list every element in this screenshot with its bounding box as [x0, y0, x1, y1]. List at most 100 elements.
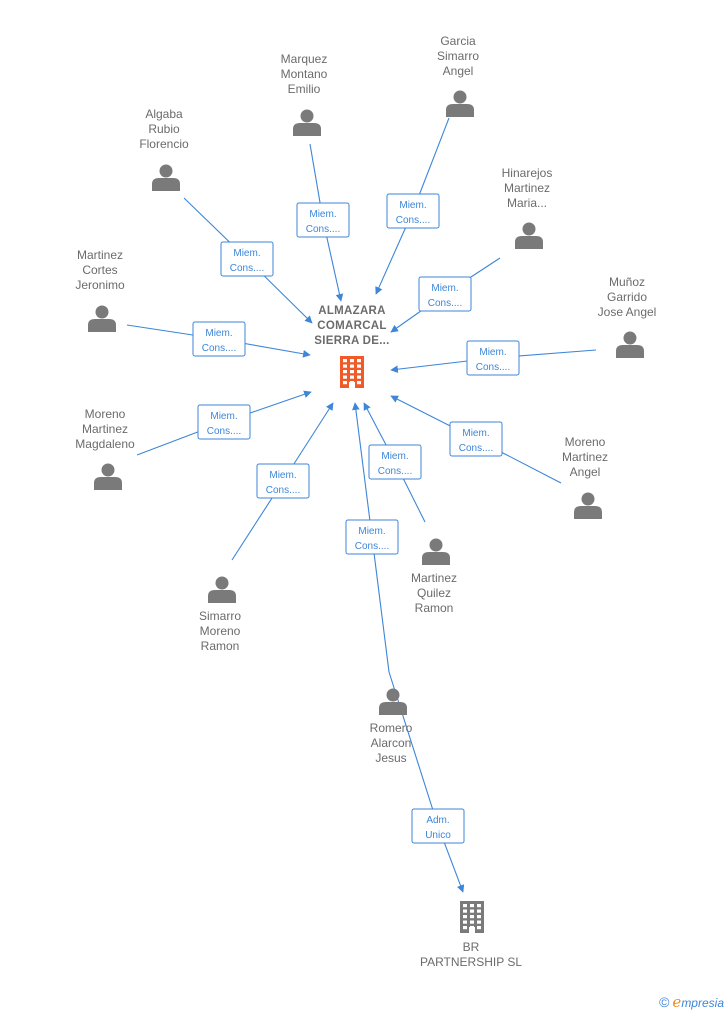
person-label-line: Quilez: [417, 586, 451, 600]
person-label-line: Garrido: [607, 290, 647, 304]
person-node[interactable]: [208, 576, 236, 604]
edge-label-box: [368, 444, 422, 480]
center-company-label-line: COMARCAL: [317, 320, 386, 332]
person-label-line: Ramon: [415, 601, 454, 615]
center-company-label-line: SIERRA DE...: [314, 335, 389, 347]
building-icon: [460, 901, 484, 933]
person-icon: [379, 688, 407, 715]
person-icon: [88, 305, 116, 332]
person-label-line: Cortes: [82, 263, 117, 277]
edge-label-text: Cons....: [207, 426, 241, 437]
edge-label-text: Miem.: [399, 200, 426, 211]
person-node[interactable]: [88, 305, 116, 333]
person-label-line: Marquez: [281, 52, 328, 66]
edge-label-text: Miem.: [358, 526, 385, 537]
company2-label-line: PARTNERSHIP SL: [420, 955, 522, 969]
edge-label-box: [197, 404, 251, 440]
edge-label-box: [466, 340, 520, 376]
person-node[interactable]: [379, 688, 407, 716]
edge-label[interactable]: Miem.Cons....: [197, 404, 251, 440]
person-node[interactable]: [94, 463, 122, 491]
person-node[interactable]: [574, 492, 602, 520]
edge-label[interactable]: Miem.Cons....: [192, 321, 246, 357]
brand-logo-text: mpresia: [681, 996, 724, 1010]
edge-label-box: [296, 202, 350, 238]
person-icon: [94, 463, 122, 490]
edge-label-text: Cons....: [355, 541, 389, 552]
building-icon: [340, 356, 364, 388]
person-label-line: Angel: [570, 465, 601, 479]
edge-label-text: Cons....: [396, 215, 430, 226]
person-node[interactable]: [293, 109, 321, 137]
edge-label[interactable]: Miem. Cons....: [345, 519, 399, 555]
edge-label-text: Cons....: [428, 298, 462, 309]
person-icon: [422, 538, 450, 565]
person-label-line: Maria...: [507, 196, 547, 210]
edge-label[interactable]: Miem. Cons....: [466, 340, 520, 376]
person-label-line: Martinez: [411, 571, 457, 585]
brand-watermark: ©empresia: [659, 993, 724, 1011]
edge-label-box: [220, 241, 274, 277]
person-label-line: Jesus: [375, 751, 406, 765]
edge-label-text: Miem.: [309, 209, 336, 220]
edge-label-text: Miem.: [431, 283, 458, 294]
person-icon: [616, 331, 644, 358]
person-label-line: Alarcon: [371, 736, 412, 750]
edge-label[interactable]: Miem.Cons....: [220, 241, 274, 277]
edge-label-text: Miem.: [462, 428, 489, 439]
edge-label[interactable]: Miem. Cons....: [418, 276, 472, 312]
person-label-line: Florencio: [139, 137, 189, 151]
edge-label-box: [418, 276, 472, 312]
company-node-center[interactable]: [340, 356, 364, 388]
person-label-line: Magdaleno: [75, 437, 135, 451]
edge-label-box: [192, 321, 246, 357]
person-icon: [152, 164, 180, 191]
person-node[interactable]: [616, 331, 644, 359]
person-label-line: Martinez: [504, 181, 550, 195]
edge-label-text: Cons....: [378, 466, 412, 477]
person-node[interactable]: [152, 164, 180, 192]
person-label-line: Moreno: [200, 624, 241, 638]
person-label-line: Ramon: [201, 639, 240, 653]
person-label-line: Hinarejos: [502, 166, 553, 180]
copyright-symbol: ©: [659, 994, 670, 1010]
person-label-line: Moreno: [85, 407, 126, 421]
edge-label-text: Miem.: [233, 248, 260, 259]
company2-label-line: BR: [463, 940, 480, 954]
edge-label-text: Cons....: [459, 443, 493, 454]
edge-label-text: Miem.: [269, 470, 296, 481]
person-label-line: Simarro: [437, 49, 479, 63]
edge-label-text: Miem.: [479, 347, 506, 358]
person-label-line: Emilio: [288, 82, 321, 96]
person-label-line: Garcia: [440, 34, 476, 48]
edge-label-text: Unico: [425, 830, 451, 841]
person-label-line: Montano: [281, 67, 328, 81]
edge-label[interactable]: Miem. Cons....: [296, 202, 350, 238]
edge-label-text: Cons....: [476, 362, 510, 373]
company-node-br-partnership[interactable]: [460, 901, 484, 933]
person-label-line: Jeronimo: [75, 278, 125, 292]
edge-label[interactable]: Adm.Unico: [411, 808, 465, 844]
edge-label-text: Cons....: [306, 224, 340, 235]
edge-label[interactable]: Miem. Cons....: [386, 193, 440, 229]
person-node[interactable]: [446, 90, 474, 118]
person-label: HinarejosMartinezMaria...: [502, 166, 553, 210]
person-label-line: Moreno: [565, 435, 606, 449]
edge-label[interactable]: Miem. Cons....: [449, 421, 503, 457]
edge-label[interactable]: Miem. Cons....: [256, 463, 310, 499]
edge-label-text: Cons....: [266, 485, 300, 496]
edge-label-text: Miem.: [381, 451, 408, 462]
person-node[interactable]: [515, 222, 543, 250]
person-icon: [293, 109, 321, 136]
edge-label[interactable]: Miem. Cons....: [368, 444, 422, 480]
person-node[interactable]: [422, 538, 450, 566]
edge-label-box: [386, 193, 440, 229]
